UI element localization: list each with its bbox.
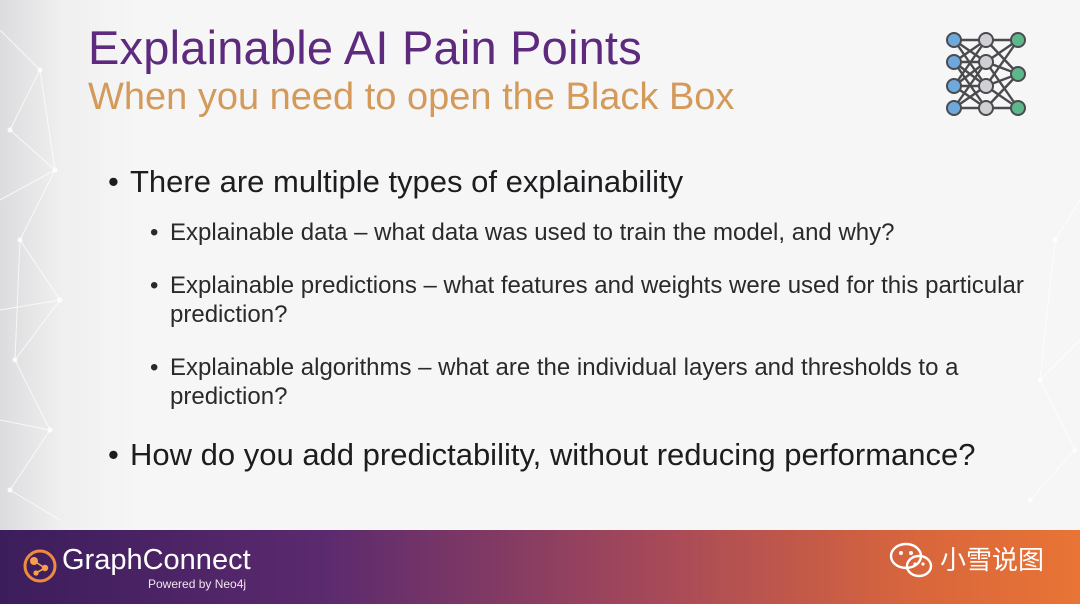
brand-part-connect: Connect — [142, 544, 251, 576]
footer-bar: GraphConnect Powered by Neo4j 小雪说图 — [0, 530, 1080, 604]
bullet-dot: • — [150, 354, 159, 381]
sub-bullet-text: Explainable algorithms – what are the in… — [170, 354, 959, 410]
neural-network-icon — [946, 32, 1026, 116]
bullet-text: How do you add predictability, without r… — [130, 437, 976, 472]
bullet-item: • There are multiple types of explainabi… — [108, 162, 1068, 202]
bullet-dot: • — [108, 437, 119, 472]
wechat-icon — [889, 542, 933, 578]
sub-bullet-item: • Explainable data – what data was used … — [150, 218, 1068, 247]
bullet-dot: • — [150, 272, 159, 299]
bullet-dot: • — [108, 164, 119, 199]
graphconnect-logo-icon — [23, 549, 57, 583]
slide-subtitle: When you need to open the Black Box — [88, 76, 735, 118]
powered-by-text: Powered by Neo4j — [148, 577, 247, 591]
sub-bullet-text: Explainable data – what data was used to… — [170, 219, 895, 246]
brand-name: GraphConnect — [62, 544, 251, 577]
bullet-list: • There are multiple types of explainabi… — [108, 162, 1068, 475]
sub-bullet-item: • Explainable algorithms – what are the … — [150, 353, 1068, 411]
bullet-text: There are multiple types of explainabili… — [130, 164, 684, 199]
background-network-pattern — [7, 67, 1078, 503]
bullet-item: • How do you add predictability, without… — [108, 435, 1068, 475]
brand-part-graph: Graph — [62, 544, 143, 576]
sub-bullet-text: Explainable predictions – what features … — [170, 272, 1024, 328]
bullet-dot: • — [150, 219, 159, 246]
watermark-text: 小雪说图 — [940, 546, 1045, 576]
sub-bullet-list: • Explainable data – what data was used … — [150, 218, 1068, 411]
sub-bullet-item: • Explainable predictions – what feature… — [150, 271, 1068, 329]
slide-title: Explainable AI Pain Points — [88, 21, 642, 74]
